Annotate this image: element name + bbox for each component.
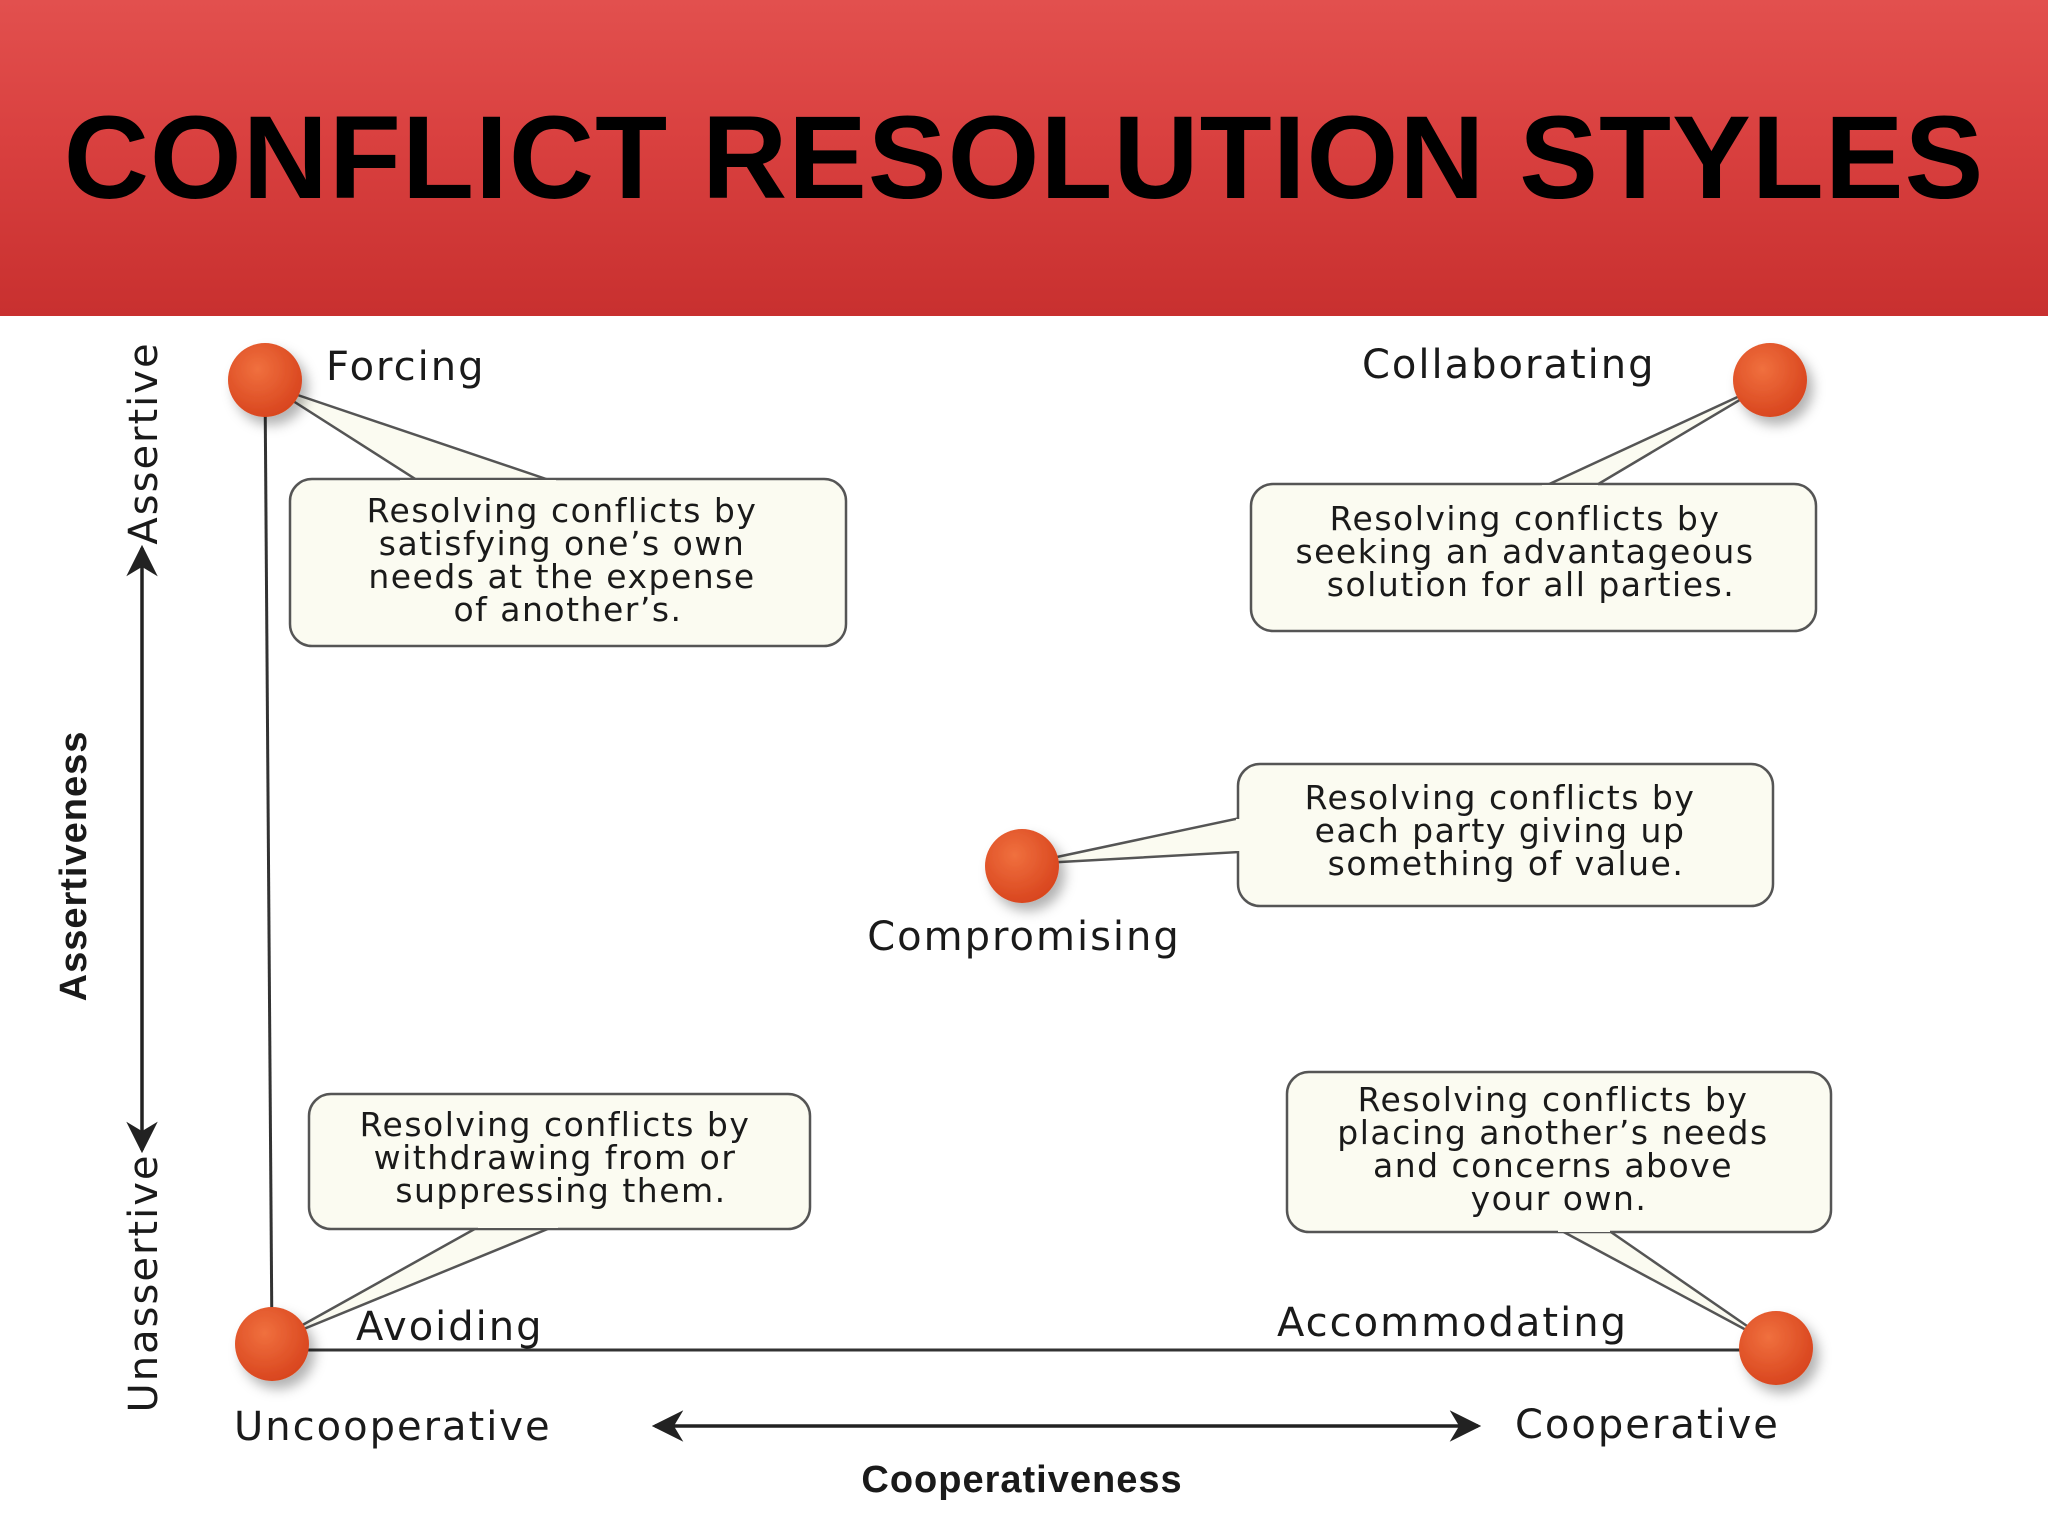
collaborating-box [1249,482,1818,633]
forcing-pointer [267,383,556,484]
y-bottom-label: Unassertive [121,1154,167,1413]
collaborating-pointer [1544,380,1771,488]
avoiding-label: Avoiding [356,1304,544,1350]
avoiding-callout: Resolving conflicts by withdrawing from … [271,1092,812,1344]
collaborating-dot [1733,343,1807,417]
forcing-label: Forcing [326,344,485,390]
collaborating-description: Resolving conflicts by seeking an advant… [1295,499,1766,604]
compromising-dot [985,829,1059,903]
page-title: CONFLICT RESOLUTION STYLES [63,92,1985,224]
compromising-label: Compromising [867,914,1181,960]
accommodating-dot [1739,1311,1813,1385]
accommodating-callout: Resolving conflicts by placing another’s… [1285,1070,1833,1348]
avoiding-description: Resolving conflicts by withdrawing from … [360,1105,763,1210]
compromising-description: Resolving conflicts by each party giving… [1305,778,1708,883]
accommodating-label: Accommodating [1277,1300,1628,1346]
collaborating-callout: Resolving conflicts by seeking an advant… [1249,380,1818,633]
y-axis-line [263,379,274,1346]
forcing-box [288,477,848,648]
title-banner [0,0,2048,316]
compromising-callout: Resolving conflicts by each party giving… [1023,762,1775,908]
y-top-label: Assertive [121,341,167,544]
y-axis-title: Assertiveness [53,731,95,1002]
avoiding-box [307,1092,812,1231]
x-right-label: Cooperative [1515,1402,1780,1448]
avoiding-dot [235,1307,309,1381]
forcing-callout: Resolving conflicts by satisfying one’s … [267,383,848,648]
x-axis-title: Cooperativeness [861,1459,1182,1501]
forcing-description: Resolving conflicts by satisfying one’s … [367,491,770,629]
collaborating-label: Collaborating [1362,342,1656,388]
x-left-label: Uncooperative [234,1404,552,1450]
forcing-dot [228,343,302,417]
accommodating-description: Resolving conflicts by placing another’s… [1337,1080,1780,1218]
